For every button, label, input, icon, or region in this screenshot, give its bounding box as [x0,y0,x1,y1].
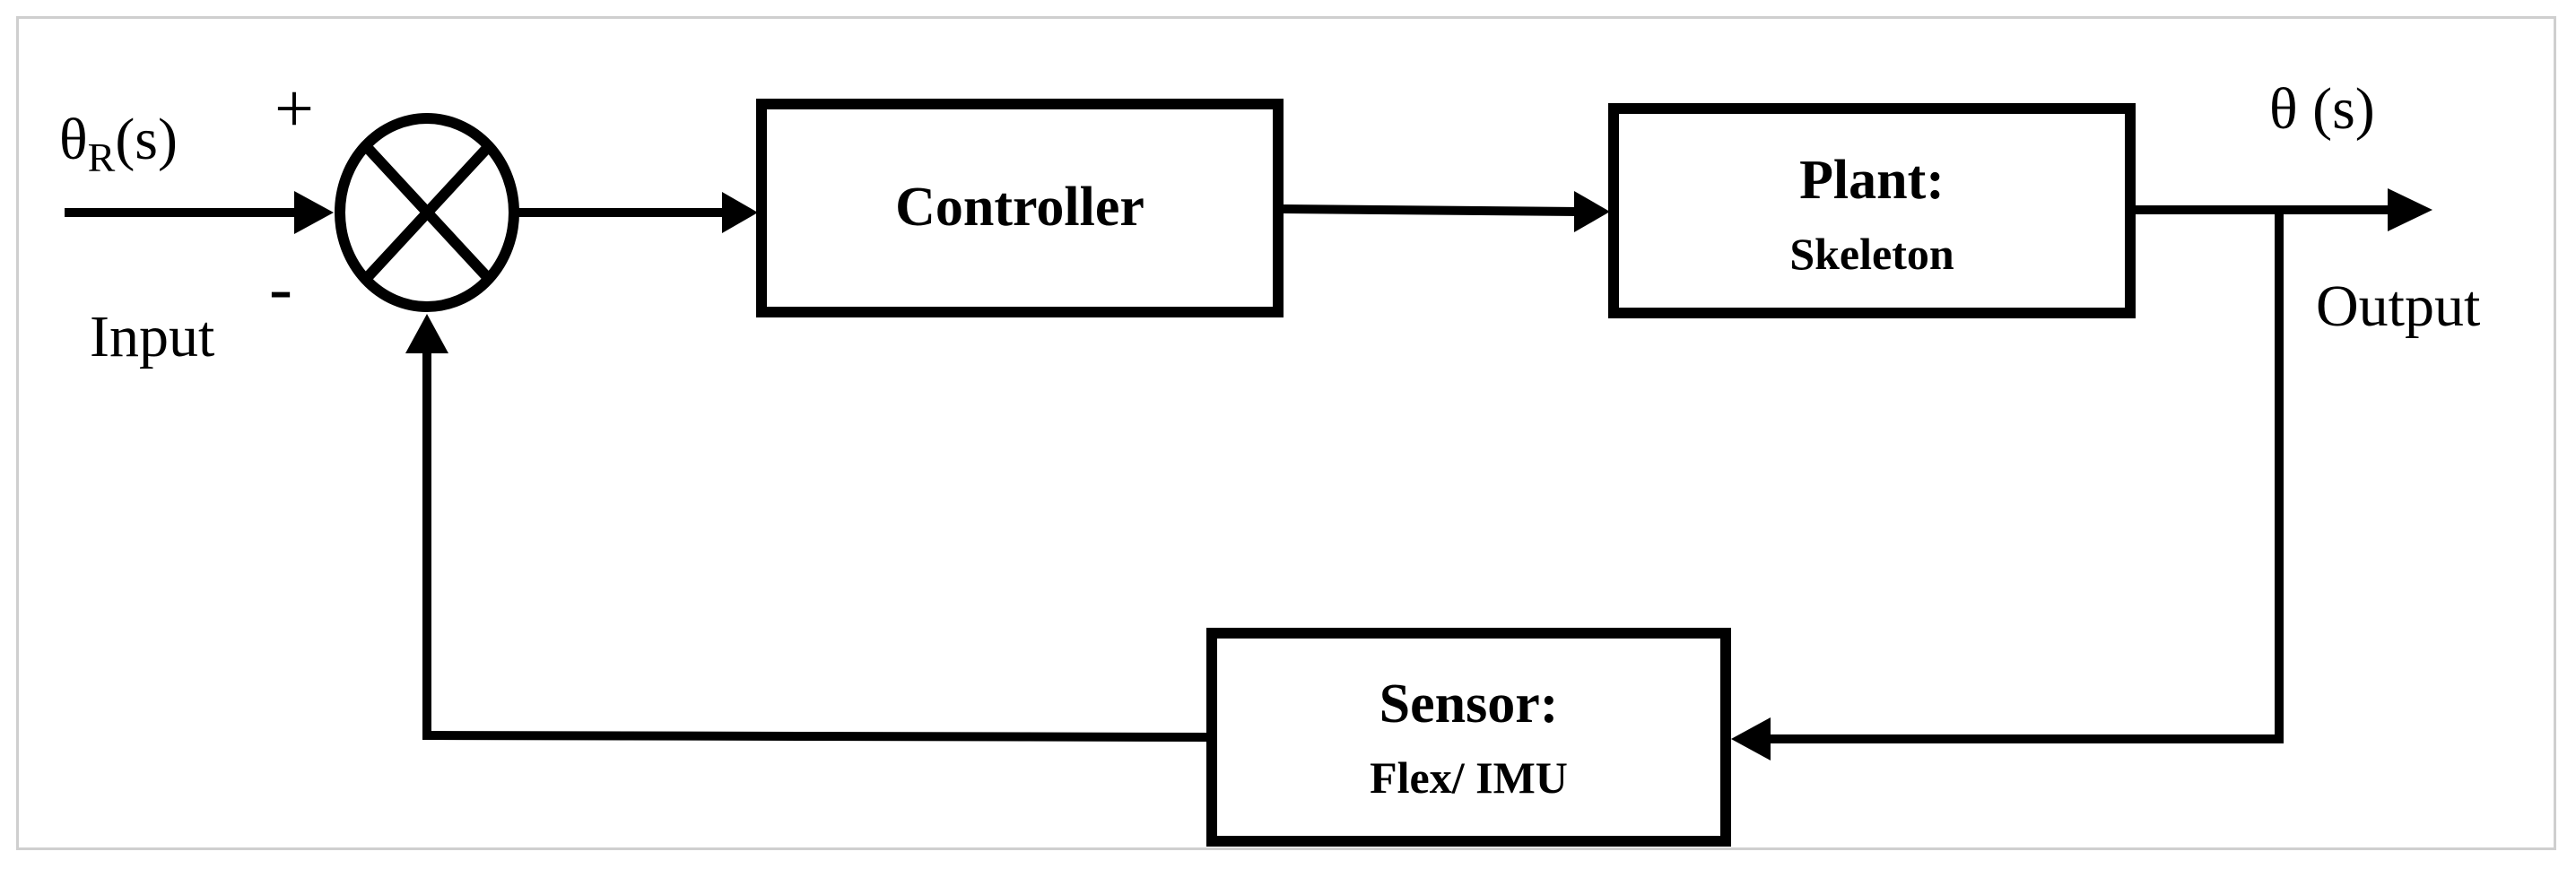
plant-arrowhead [1574,191,1610,232]
theta-symbol: θ [59,107,88,172]
output-label: Output [2316,274,2481,339]
controller-block [756,99,1284,317]
summing-junction-icon [335,113,519,312]
input-signal-label: θR(s) [59,106,178,181]
sensor-title: Sensor: [1379,673,1559,734]
feedback-left-line [422,731,1207,742]
junction-feedback-arrowhead [405,314,448,353]
minus-sign: - [269,248,292,326]
controller-label: Controller [895,177,1144,238]
plus-sign: + [274,69,314,147]
diagram-frame [16,16,2556,850]
input-suffix: (s) [115,107,178,172]
plant-subtitle: Skeleton [1789,229,1954,279]
controller-to-plant-line [1283,204,1581,216]
plant-title: Plant: [1799,150,1945,211]
output-arrowhead [2388,188,2432,231]
plant-block [1608,103,2136,318]
input-subscript: R [87,135,116,180]
output-signal-label: θ (s) [2269,76,2375,142]
controller-arrowhead [722,192,758,233]
sensor-block [1206,628,1731,847]
input-label: Input [90,304,215,369]
sensor-arrowhead [1731,717,1771,760]
input-arrowhead [294,191,334,234]
sensor-subtitle: Flex/ IMU [1370,752,1568,803]
